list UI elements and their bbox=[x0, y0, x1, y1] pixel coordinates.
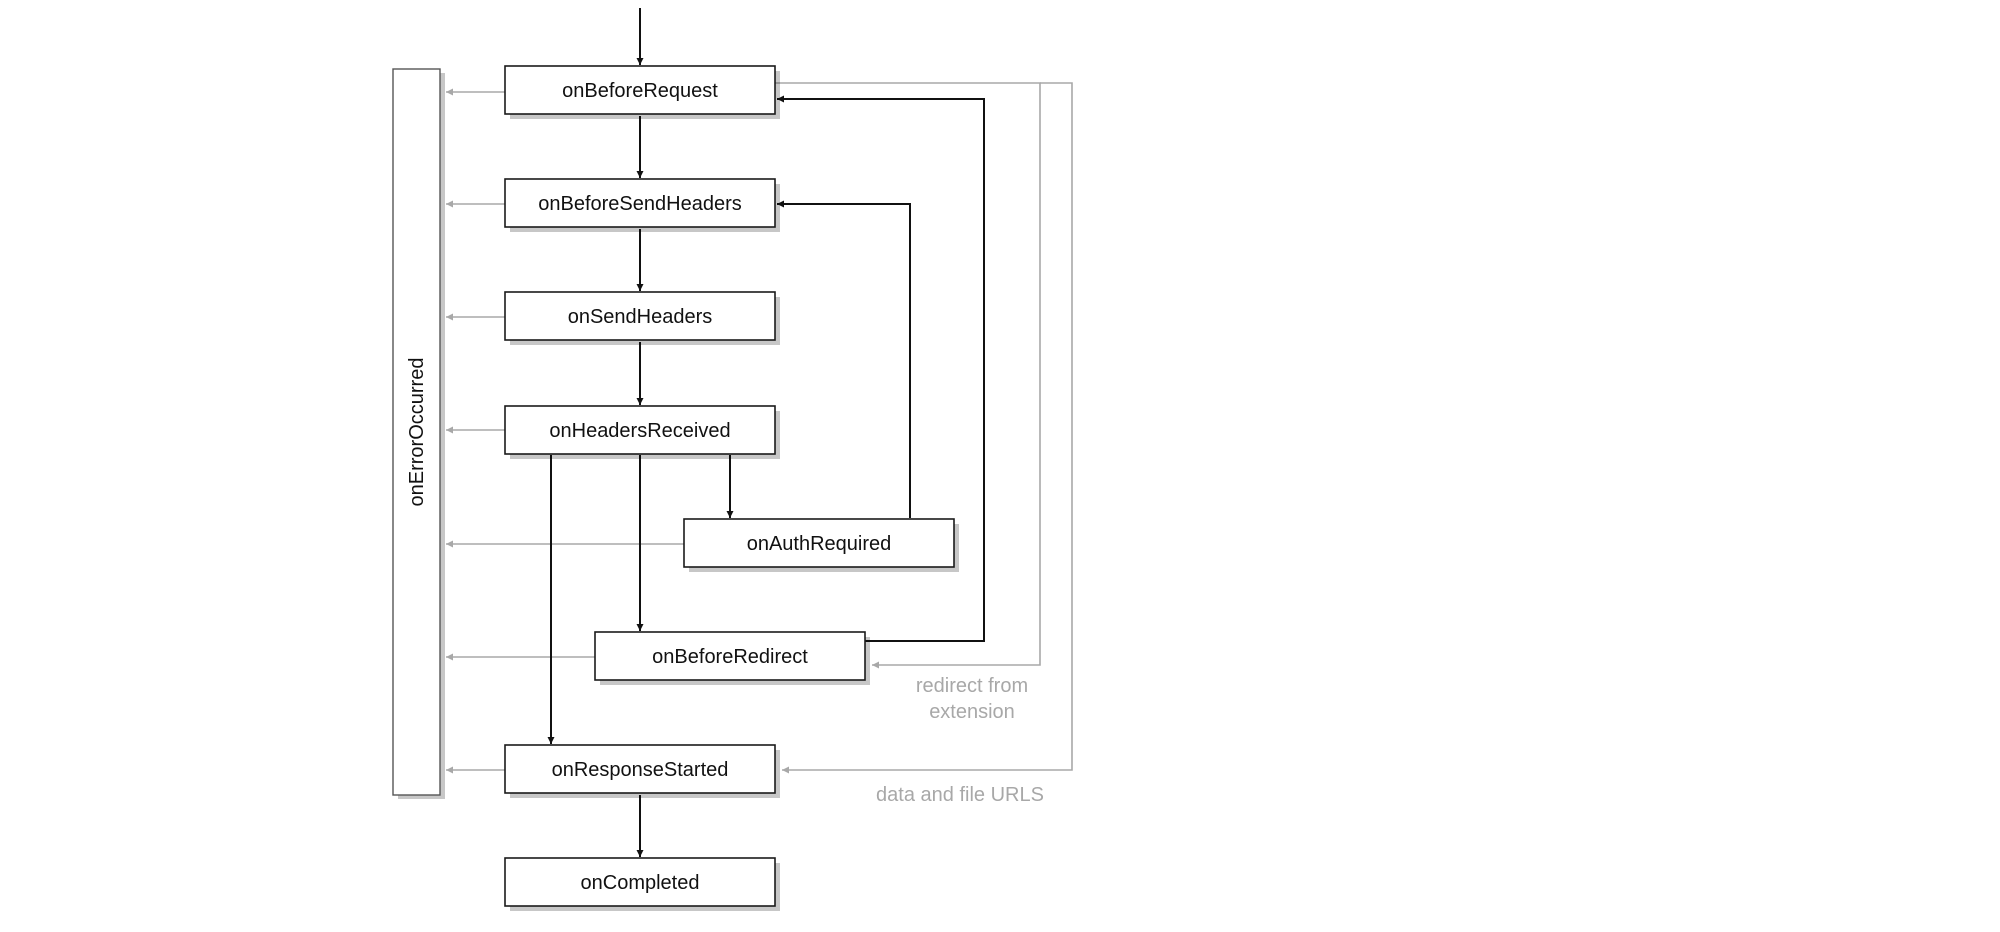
side-paths bbox=[775, 82, 1073, 774]
auth-loop-arrow bbox=[777, 200, 911, 518]
node-label: onSendHeaders bbox=[568, 306, 713, 328]
node-label: onBeforeRequest bbox=[562, 80, 718, 102]
main-flow-arrows bbox=[547, 8, 985, 857]
error-node-label: onErrorOccurred bbox=[406, 358, 428, 507]
note-redirect-line1: redirect from bbox=[916, 675, 1028, 697]
redirect-from-extension-path bbox=[775, 82, 1041, 669]
node-on-before-send-headers: onBeforeSendHeaders bbox=[504, 178, 780, 232]
note-redirect-line2: extension bbox=[929, 701, 1015, 723]
node-on-before-redirect: onBeforeRedirect bbox=[594, 631, 870, 685]
node-label: onCompleted bbox=[581, 872, 700, 894]
node-label: onResponseStarted bbox=[552, 759, 729, 781]
redirect-loop-arrow bbox=[777, 95, 985, 642]
node-on-auth-required: onAuthRequired bbox=[683, 518, 959, 572]
error-node: onErrorOccurred bbox=[392, 68, 445, 799]
node-on-completed: onCompleted bbox=[504, 857, 780, 911]
node-on-headers-received: onHeadersReceived bbox=[504, 405, 780, 459]
data-file-urls-path bbox=[782, 82, 1073, 774]
error-arrows bbox=[446, 88, 684, 774]
node-label: onAuthRequired bbox=[747, 533, 892, 555]
node-on-before-request: onBeforeRequest bbox=[504, 65, 780, 119]
node-label: onBeforeSendHeaders bbox=[538, 193, 741, 215]
node-on-send-headers: onSendHeaders bbox=[504, 291, 780, 345]
node-on-response-started: onResponseStarted bbox=[504, 744, 780, 798]
note-data-file-urls: data and file URLS bbox=[876, 784, 1044, 806]
node-label: onHeadersReceived bbox=[549, 420, 730, 442]
node-label: onBeforeRedirect bbox=[652, 646, 808, 668]
